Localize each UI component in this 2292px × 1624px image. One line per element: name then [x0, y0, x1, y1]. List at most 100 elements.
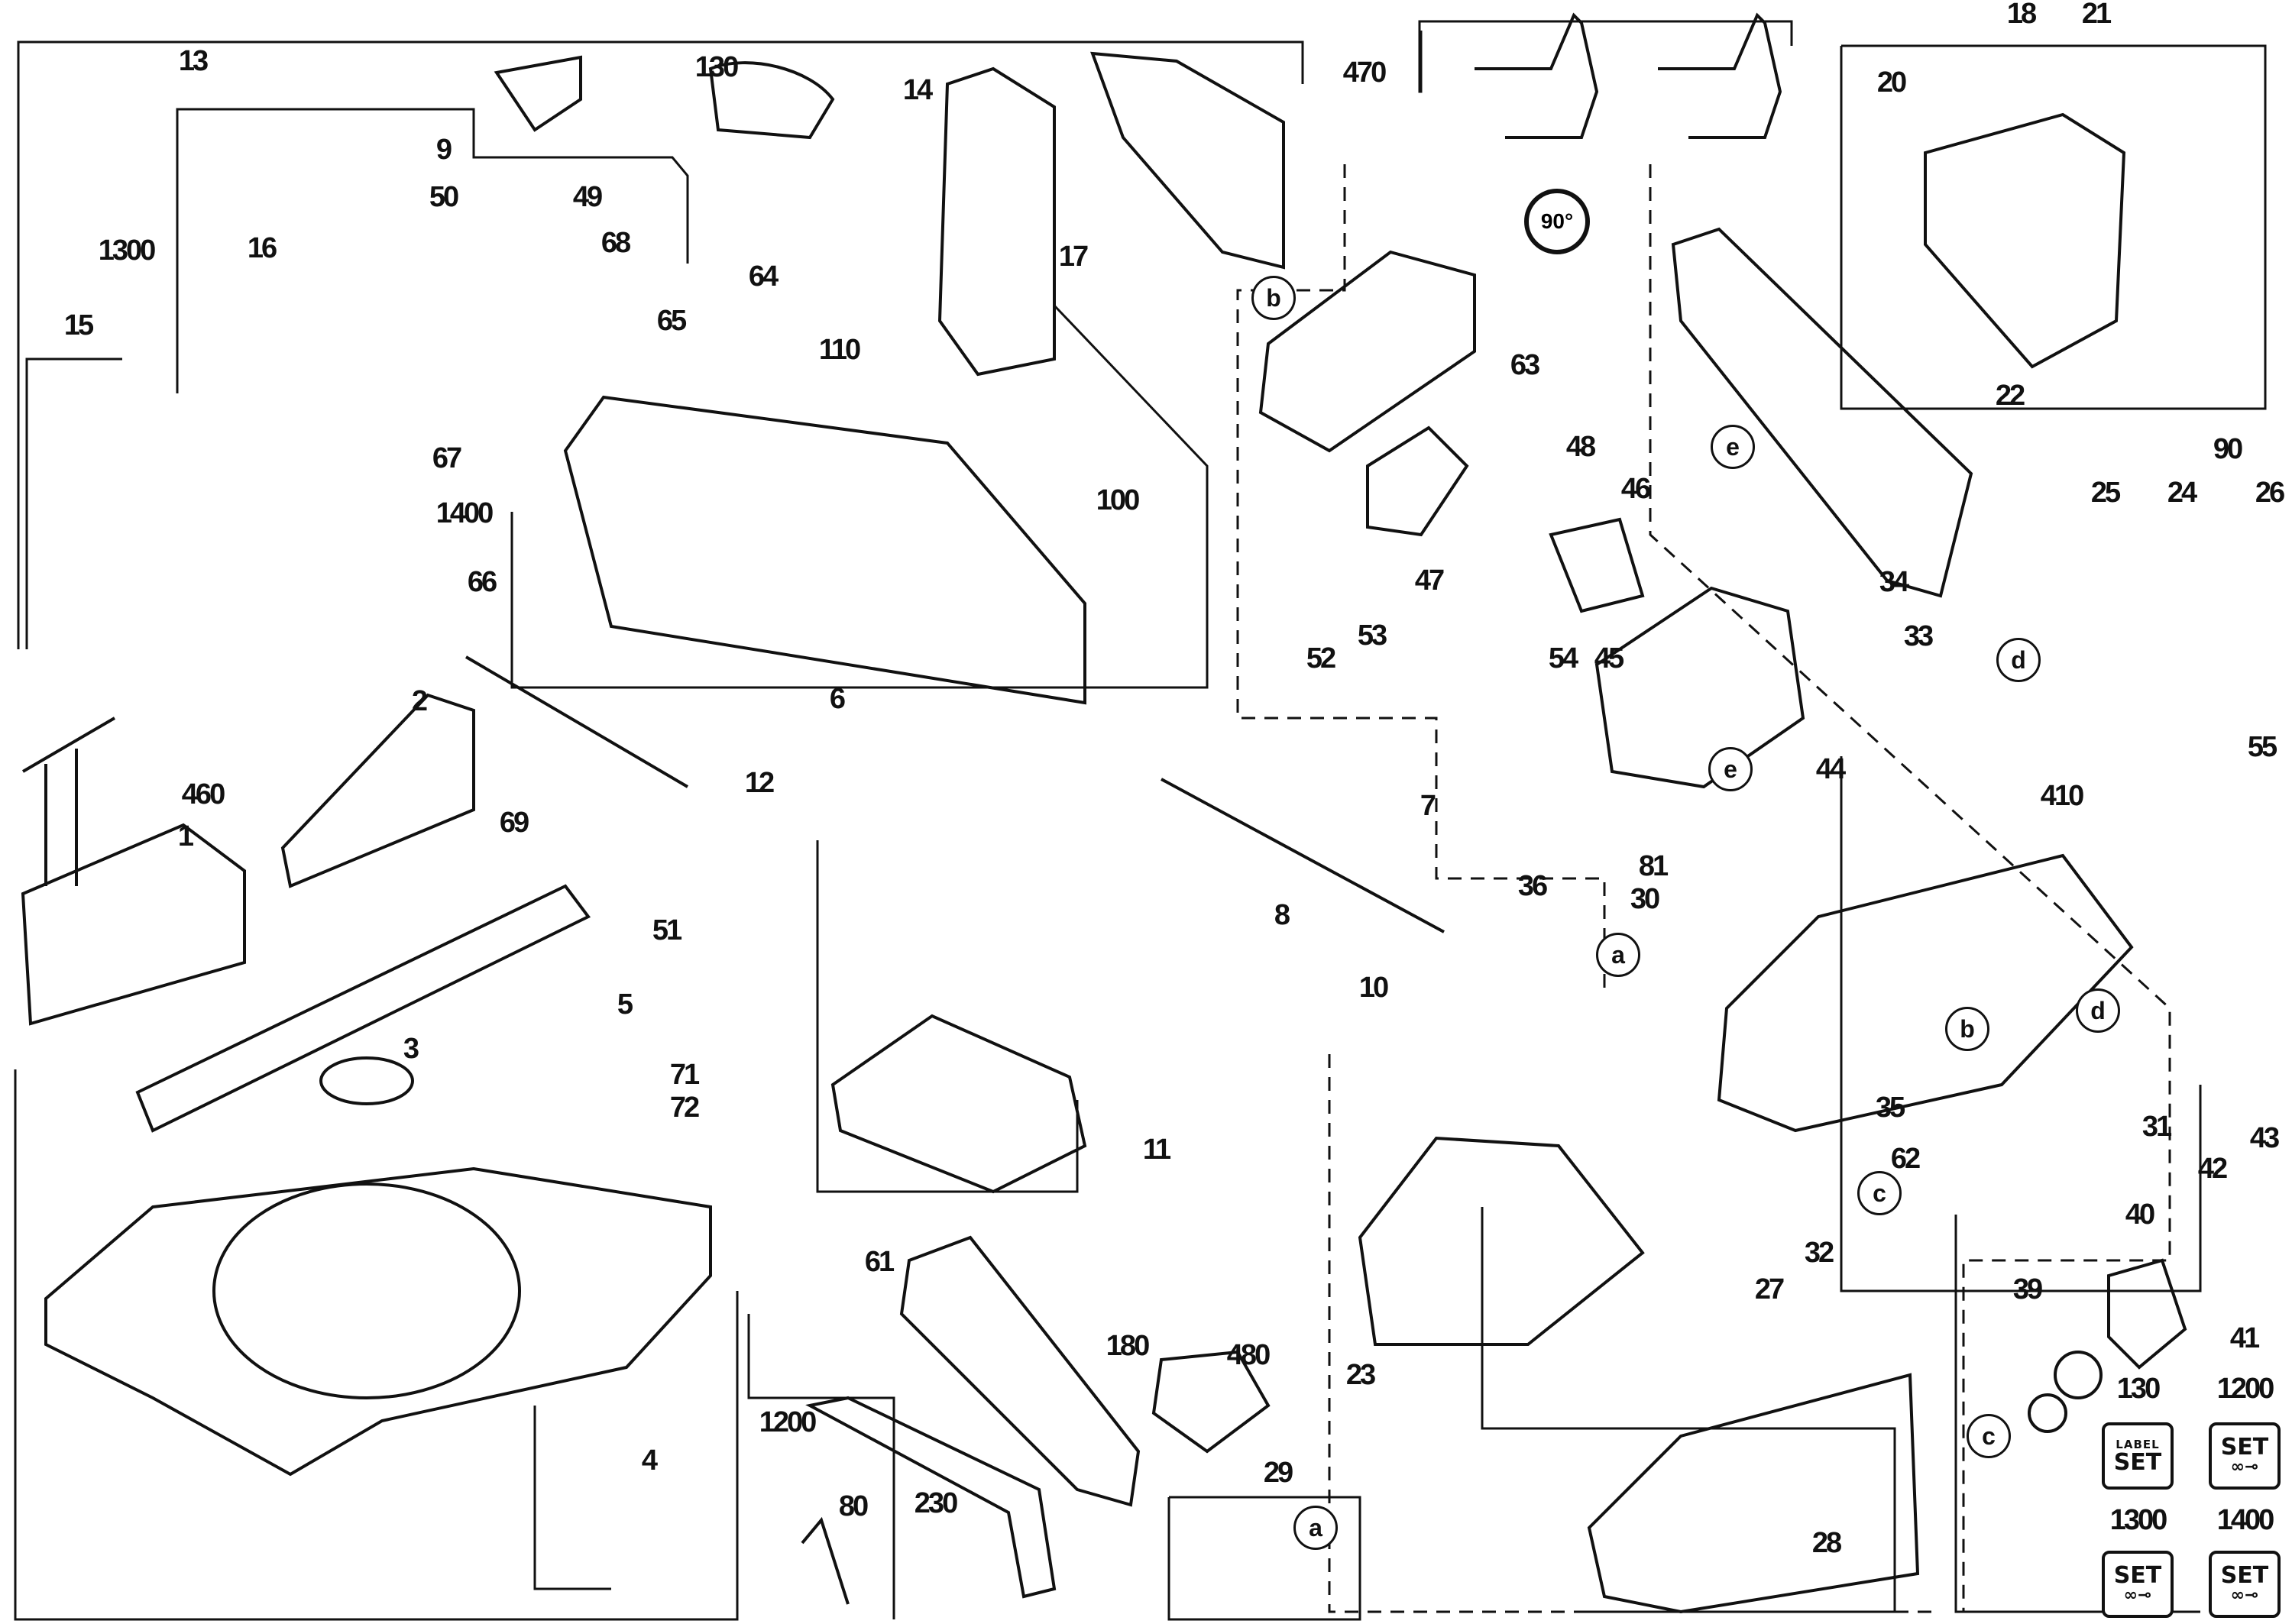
part-rod-12: [465, 655, 689, 788]
part-label: 32: [1804, 1237, 1834, 1269]
part-label: 21: [2081, 0, 2112, 30]
part-label: 4: [641, 1444, 658, 1477]
part-label: 110: [818, 334, 861, 366]
legend-set-number: 1200: [2216, 1373, 2275, 1405]
part-gear-39b: [2028, 1393, 2067, 1433]
label-set-box: LABEL SET: [2102, 1422, 2174, 1490]
part-label: 35: [1875, 1092, 1905, 1124]
part-label: 16: [247, 232, 277, 264]
part-label: 39: [2012, 1273, 2043, 1305]
part-label: 13: [178, 45, 209, 77]
part-handle-470a: [1475, 12, 1599, 139]
part-label: 65: [656, 305, 687, 337]
part-label: 8: [1274, 899, 1290, 931]
callout-c: c: [1857, 1171, 1902, 1215]
rotate-90-icon: 90°: [1524, 189, 1590, 254]
group-29-bracket: [1167, 1496, 1361, 1621]
part-label: 27: [1754, 1273, 1785, 1305]
part-upper-blade-guard: [563, 395, 1086, 705]
part-label: 28: [1811, 1527, 1842, 1559]
part-label: 46: [1620, 473, 1651, 505]
callout-b: b: [1945, 1007, 1989, 1051]
gear-dashed-outline: [1649, 164, 2171, 1612]
part-label: 23: [1345, 1359, 1376, 1391]
part-label: 11: [1142, 1134, 1171, 1166]
hardware-set-label: SET: [2220, 1434, 2269, 1461]
part-label: 15: [63, 309, 94, 341]
part-label: 1: [177, 820, 194, 852]
part-label: 6: [829, 683, 846, 715]
part-label: 24: [2167, 477, 2197, 509]
group-470-bracket: [1418, 20, 1793, 93]
part-label: 230: [914, 1487, 958, 1519]
callout-a: a: [1293, 1506, 1338, 1550]
group-11-bracket: [816, 840, 1079, 1193]
part-label: 43: [2249, 1122, 2280, 1154]
part-label: 30: [1630, 883, 1660, 915]
part-label: 22: [1995, 380, 2025, 412]
part-label: 40: [2125, 1199, 2155, 1231]
screw-washer-icon: ∞⊸: [2230, 1586, 2259, 1605]
part-label: 1400: [435, 497, 494, 529]
group-4-bracket: [533, 1406, 611, 1590]
part-field: [1549, 517, 1645, 613]
part-motor-housing: [1258, 250, 1476, 453]
callout-e: e: [1711, 425, 1755, 469]
part-label: 29: [1263, 1457, 1293, 1489]
part-label: 47: [1414, 565, 1445, 597]
group-1300-bracket: [176, 108, 689, 393]
part-label: 53: [1357, 620, 1387, 652]
hardware-set-box: SET ∞⊸: [2209, 1422, 2281, 1490]
part-label: 7: [1420, 790, 1436, 822]
part-arm-22: [1671, 227, 1973, 598]
part-label: 130: [694, 51, 739, 83]
part-handle-470b: [1658, 12, 1782, 139]
part-label: 26: [2255, 477, 2285, 509]
part-label: 64: [748, 260, 779, 293]
group-230-bracket: [747, 1314, 895, 1619]
part-label: 61: [864, 1246, 895, 1278]
motor-dashed-outline: [1236, 164, 1606, 993]
part-label: 72: [669, 1092, 700, 1124]
part-label: 17: [1058, 241, 1089, 273]
callout-d: d: [2076, 988, 2120, 1033]
part-label: 66: [467, 566, 497, 598]
group-5-bracket: [14, 1069, 739, 1621]
callout-d: d: [1996, 638, 2041, 682]
part-label: 9: [435, 134, 452, 166]
part-label: 36: [1517, 870, 1548, 902]
part-label: 81: [1638, 850, 1669, 882]
hardware-set-box: SET ∞⊸: [2102, 1551, 2174, 1618]
part-label: 18: [2006, 0, 2037, 30]
group-13-bracket: [17, 40, 1304, 649]
part-gear-39: [2054, 1351, 2103, 1399]
part-rod-8: [1161, 778, 1445, 933]
part-label: 20: [1876, 66, 1907, 99]
part-label: 31: [2141, 1111, 2172, 1143]
part-gearbox-410: [1717, 853, 2134, 1133]
hardware-set-label: SET: [2113, 1562, 2162, 1589]
screw-washer-icon: ∞⊸: [2230, 1457, 2259, 1477]
lower-dashed-outline: [1328, 1054, 1941, 1613]
legend-set-number: 130: [2116, 1373, 2161, 1405]
part-label: 51: [652, 914, 682, 946]
part-label: 100: [1096, 484, 1140, 516]
part-label: 180: [1106, 1330, 1150, 1362]
part-label: 67: [432, 442, 462, 474]
group-410-bracket: [1840, 756, 2202, 1292]
part-dust-port-480: [1151, 1350, 1271, 1454]
part-label: 5: [617, 988, 633, 1021]
part-label: 48: [1565, 431, 1596, 463]
group-18-bracket: [1840, 44, 2267, 410]
label-set-line2: SET: [2113, 1449, 2162, 1476]
part-fence-2: [280, 693, 475, 888]
legend-set-number: 1300: [2109, 1504, 2168, 1536]
part-label: 3: [403, 1033, 419, 1065]
callout-b: b: [1251, 276, 1296, 320]
part-fence-1: [21, 823, 246, 1026]
callout-e: e: [1708, 747, 1753, 791]
label-set-line1: LABEL: [2116, 1438, 2160, 1451]
part-label: 49: [572, 181, 603, 213]
part-fence-3: [135, 884, 591, 1133]
part-label: 410: [2040, 780, 2084, 812]
